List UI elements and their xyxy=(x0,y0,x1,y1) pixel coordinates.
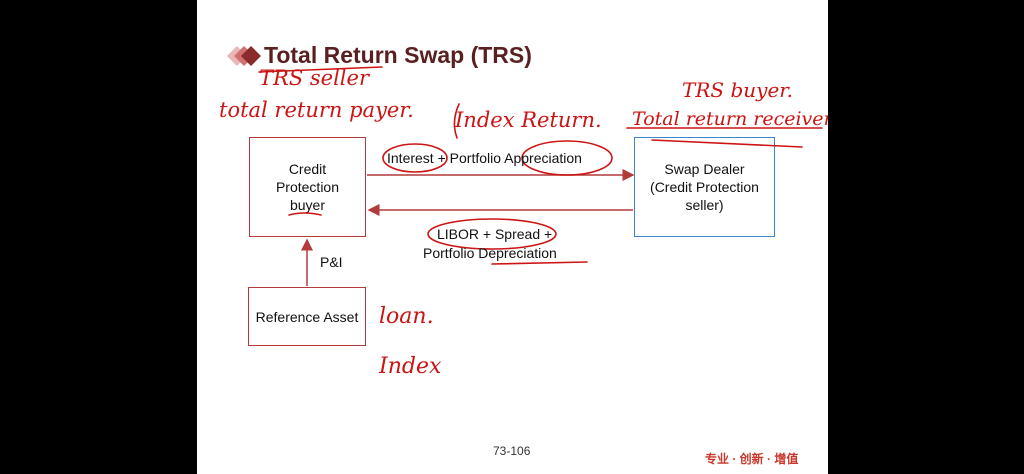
ink-underline-trs-seller xyxy=(258,66,383,73)
interest-text: Interest xyxy=(387,150,434,166)
annotation-trs-seller: TRS seller xyxy=(259,66,369,90)
diamond-bullet-icon xyxy=(227,46,261,66)
ink-underline-receiver xyxy=(651,139,803,148)
pi-label: P&I xyxy=(320,254,343,270)
ink-underline-depreciation xyxy=(491,261,588,265)
reference-asset-label: Reference Asset xyxy=(255,308,359,325)
dealer-line-1: Swap Dealer xyxy=(664,161,745,177)
buyer-line-1: Credit xyxy=(288,161,327,177)
page-number: 73-106 xyxy=(493,444,531,458)
annotation-total-return-payer: total return payer. xyxy=(219,98,414,122)
annotation-index-return: Index Return. xyxy=(455,108,602,132)
ink-underline-buyer xyxy=(288,212,322,216)
buyer-line-2: Protection xyxy=(275,179,340,195)
slide-title: Total Return Swap (TRS) xyxy=(264,42,532,68)
ink-circle-libor xyxy=(427,218,557,250)
annotation-total-return-receiver: Total return receiver xyxy=(632,108,828,130)
dealer-line-2: (Credit Protection xyxy=(650,179,759,195)
ink-circle-interest xyxy=(382,143,448,173)
annotation-loan: loan. xyxy=(379,304,434,329)
dealer-line-3: seller) xyxy=(685,197,724,213)
diagram-lines xyxy=(258,66,823,286)
ink-circle-appreciation xyxy=(521,140,613,176)
appreciation-text: Appreciation xyxy=(504,150,582,166)
swap-dealer-box: Swap Dealer (Credit Protection seller) xyxy=(634,137,775,237)
buyer-line-3: buyer xyxy=(289,197,325,213)
annotation-index: Index xyxy=(379,354,442,379)
brand-slogan: 专业 · 创新 · 增值 xyxy=(705,452,799,466)
annotation-trs-buyer: TRS buyer. xyxy=(682,78,793,102)
bottom-flow-line-1: LIBOR + Spread + xyxy=(437,226,553,242)
credit-protection-buyer-box: Credit Protection buyer xyxy=(249,137,366,237)
plus-portfolio-text: + Portfolio xyxy=(433,150,505,166)
ink-bracket-index-return xyxy=(453,103,460,139)
top-flow-label: Interest + Portfolio Appreciation xyxy=(387,150,582,166)
reference-asset-box: Reference Asset xyxy=(248,287,366,346)
slide: Total Return Swap (TRS) Credit Protectio… xyxy=(197,0,828,474)
bottom-flow-line-2: Portfolio Depreciation xyxy=(423,245,557,261)
